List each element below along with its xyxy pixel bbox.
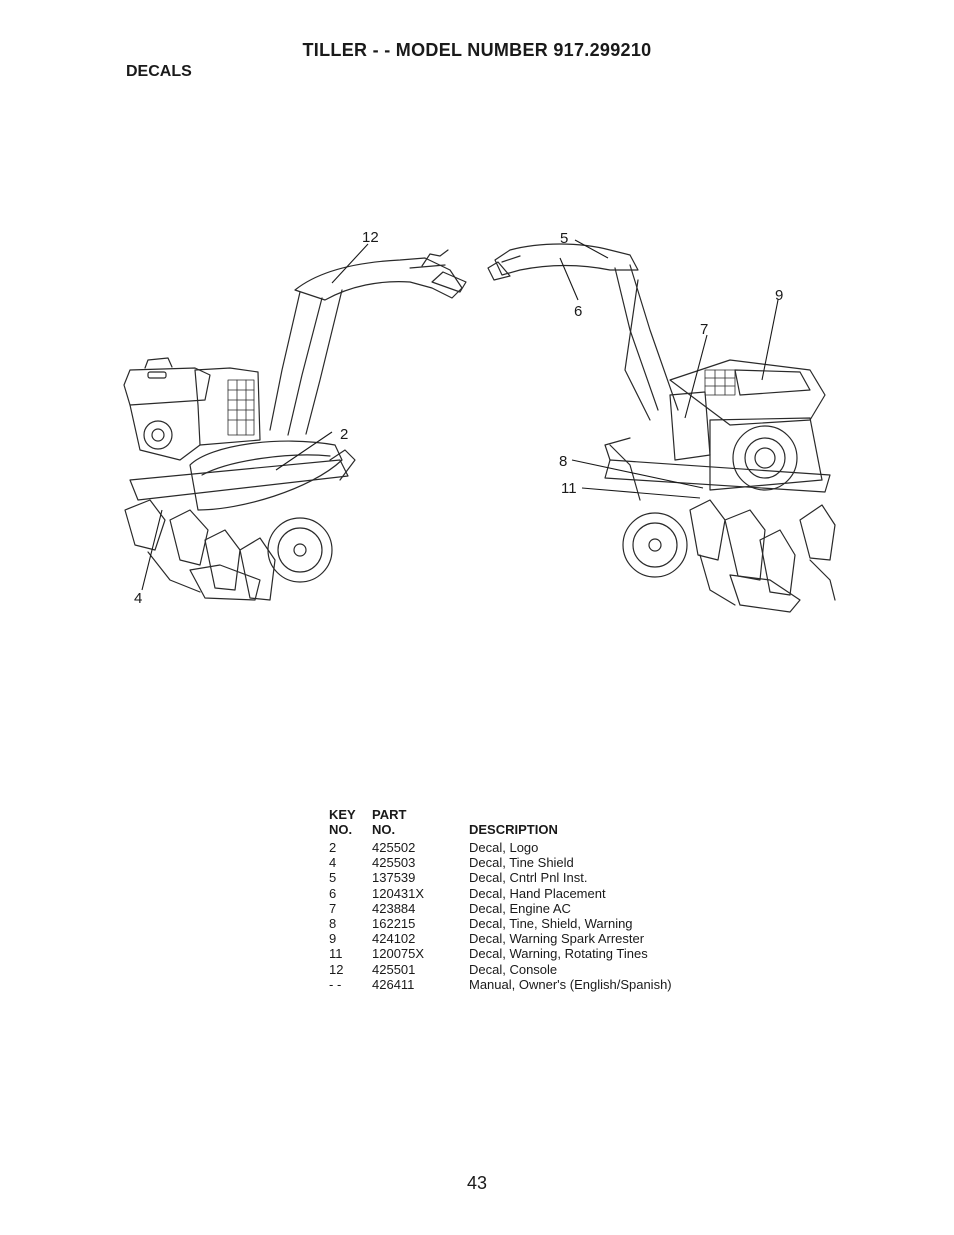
row-part-number: 426411 (372, 976, 415, 992)
row-key: 12 (329, 961, 344, 977)
callout-5: 5 (560, 230, 568, 247)
row-key: 4 (329, 855, 337, 871)
row-part-number: 162215 (372, 916, 416, 932)
callout-7: 7 (700, 321, 708, 338)
row-part-number: 425502 (372, 840, 416, 855)
header-part-no: NO. (372, 822, 396, 837)
row-description: Decal, Engine AC (469, 900, 571, 916)
callout-8: 8 (559, 453, 567, 470)
callout-9: 9 (775, 287, 783, 304)
row-description: Decal, Logo (469, 840, 539, 855)
section-heading: DECALS (126, 63, 192, 80)
row-key: 7 (329, 900, 337, 916)
parts-table-header-row1: KEY PART (329, 807, 729, 822)
parts-table-header-row2: NO. NO. DESCRIPTION (329, 822, 729, 837)
table-row: 2 425502 Decal, Logo (329, 840, 729, 855)
header-key-no: NO. (329, 822, 353, 837)
parts-table-body: 2 425502 Decal, Logo 4 425503 Decal, Tine Shi… (329, 840, 729, 992)
row-key: 9 (329, 931, 337, 947)
callout-11: 11 (561, 480, 577, 497)
row-part-number: 424102 (372, 931, 416, 947)
row-part-number: 137539 (372, 870, 416, 886)
row-description: Decal, Hand Placement (469, 885, 606, 901)
row-description: Decal, Tine, Shield, Warning (469, 916, 633, 932)
row-description: Decal, Cntrl Pnl Inst. (469, 870, 588, 886)
page-number: 43 (466, 1173, 488, 1193)
table-row: 12 425501 Decal, Console (329, 962, 729, 977)
row-key: 11 (329, 946, 343, 962)
row-part-number: 425503 (372, 855, 416, 871)
table-row: 5 137539 Decal, Cntrl Pnl Inst. (329, 870, 729, 885)
row-part-number: 120431X (372, 885, 425, 901)
page-title: TILLER - - MODEL NUMBER 917.299210 (302, 40, 652, 60)
row-part-number: 120075X (372, 946, 425, 962)
tiller-illustration: 12 2 4 5 6 9 7 8 11 (110, 220, 850, 630)
callout-12: 12 (362, 229, 379, 246)
header-description: DESCRIPTION (469, 822, 558, 837)
row-description: Manual, Owner's (English/Spanish) (469, 976, 672, 992)
table-row: 11 120075X Decal, Warning, Rotating Tines (329, 946, 729, 961)
table-row: - - 426411 Manual, Owner's (English/Spanis… (329, 977, 729, 992)
row-key: 5 (329, 870, 337, 886)
row-key: 8 (329, 916, 337, 932)
table-row: 9 424102 Decal, Warning Spark Arrester (329, 931, 729, 946)
table-row: 7 423884 Decal, Engine AC (329, 901, 729, 916)
callout-4: 4 (134, 590, 142, 607)
table-row: 4 425503 Decal, Tine Shield (329, 855, 729, 870)
row-part-number: 423884 (372, 900, 416, 916)
table-row: 6 120431X Decal, Hand Placement (329, 886, 729, 901)
row-description: Decal, Tine Shield (469, 855, 574, 871)
tiller-drawing: 12 2 4 5 6 9 7 8 11 (123, 229, 836, 613)
callout-6: 6 (574, 303, 582, 320)
row-key: 6 (329, 885, 337, 901)
row-description: Decal, Warning, Rotating Tines (469, 946, 648, 962)
table-row: 8 162215 Decal, Tine, Shield, Warning (329, 916, 729, 931)
header-part: PART (372, 807, 407, 822)
row-key: - - (329, 976, 342, 992)
row-description: Decal, Warning Spark Arrester (469, 931, 645, 947)
header-key: KEY (329, 807, 356, 822)
row-description: Decal, Console (469, 961, 558, 977)
callout-2: 2 (340, 426, 348, 443)
row-part-number: 425501 (372, 961, 416, 977)
row-key: 2 (329, 840, 337, 855)
